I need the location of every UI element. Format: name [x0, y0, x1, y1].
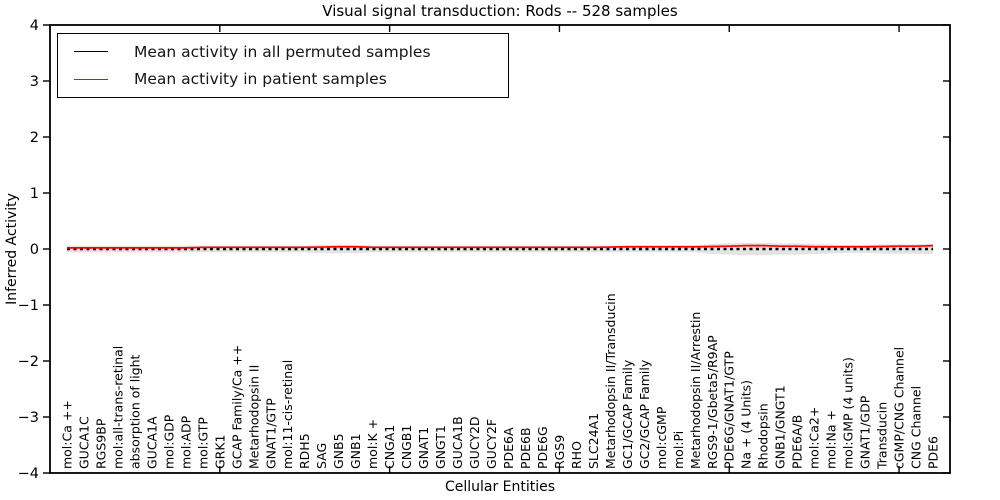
category-label: GNAT1/GDP	[858, 395, 873, 469]
category-label: Rhodopsin	[756, 403, 771, 469]
category-label: cGMP/CNG Channel	[892, 347, 907, 469]
category-label: PDE6G/GNAT1/GTP	[722, 351, 737, 469]
category-label: PDE6A	[501, 427, 516, 469]
category-label: Na + (4 Units)	[739, 380, 754, 469]
category-label: RHO	[569, 441, 584, 469]
category-label: absorption of light	[127, 354, 142, 469]
legend-row-permuted: Mean activity in all permuted samples	[58, 43, 508, 61]
category-label: CNGA1	[382, 425, 397, 469]
category-label: Transducin	[875, 402, 890, 470]
category-label: mol:all-trans-retinal	[110, 346, 125, 469]
category-label: PDE6A/B	[790, 415, 805, 469]
y-tick-label: 2	[30, 130, 39, 146]
y-tick-label: 0	[30, 242, 39, 258]
category-label: RGS9-1/Gbeta5/R9AP	[705, 335, 720, 469]
category-label: mol:cGMP	[654, 406, 669, 469]
category-label: RGS9BP	[93, 418, 108, 469]
x-axis-label: Cellular Entities	[444, 479, 556, 495]
y-tick-label: −4	[18, 466, 39, 482]
patient-mean-line	[66, 244, 934, 249]
category-label: mol:ADP	[178, 415, 193, 469]
legend-line-patient-icon	[74, 78, 108, 80]
category-label: CNGB1	[399, 425, 414, 469]
category-label: PDE6B	[518, 427, 533, 469]
category-label: GNB1/GNGT1	[773, 385, 788, 469]
category-label: GCAP Family/Ca ++	[229, 345, 244, 469]
category-label: PDE6G	[535, 426, 550, 469]
category-label: RGS9	[552, 435, 567, 469]
y-tick-label: 3	[30, 74, 39, 90]
category-label: GC2/GCAP Family	[637, 359, 652, 469]
category-label: GUCY2F	[484, 419, 499, 469]
category-label: GUCA1C	[76, 416, 91, 469]
category-label: Metarhodopsin II/Arrestin	[688, 312, 703, 469]
category-label: mol:GTP	[195, 417, 210, 469]
y-tick-label: 4	[30, 18, 39, 34]
y-tick-label: −1	[18, 298, 39, 314]
category-label: SLC24A1	[586, 413, 601, 469]
category-label: CNG Channel	[909, 386, 924, 469]
legend-label-patient: Mean activity in patient samples	[134, 70, 387, 89]
category-label: mol:Ca2+	[807, 407, 822, 469]
legend-label-permuted: Mean activity in all permuted samples	[134, 42, 431, 61]
y-tick-label: 1	[30, 186, 39, 202]
category-label: GNGT1	[433, 425, 448, 469]
y-tick-label: −3	[18, 410, 39, 426]
category-label: mol:GDP	[161, 414, 176, 469]
category-label: GNB1	[348, 433, 363, 469]
category-label: GNAT1	[416, 427, 431, 469]
category-label: mol:K +	[365, 419, 380, 469]
category-label: PDE6	[926, 436, 941, 469]
y-tick-label: −2	[18, 354, 39, 370]
category-label: Metarhodopsin II	[246, 365, 261, 469]
category-label: SAG	[314, 443, 329, 469]
legend: Mean activity in all permuted samples Me…	[57, 33, 509, 98]
category-label: mol:GMP (4 units)	[841, 357, 856, 469]
category-label: GNB5	[331, 433, 346, 469]
category-label: mol:Ca ++	[59, 400, 74, 469]
legend-line-permuted-icon	[74, 51, 108, 53]
category-label: mol:Pi	[671, 431, 686, 469]
category-label: GUCA1B	[450, 416, 465, 469]
category-label: GC1/GCAP Family	[620, 359, 635, 469]
category-label: GNAT1/GTP	[263, 398, 278, 469]
legend-row-patient: Mean activity in patient samples	[58, 70, 508, 88]
chart-title: Visual signal transduction: Rods -- 528 …	[322, 2, 678, 20]
category-label: mol:Na +	[824, 410, 839, 469]
category-label: GUCY2D	[467, 416, 482, 469]
category-label: GUCA1A	[144, 416, 159, 469]
category-label: mol:11-cis-retinal	[280, 360, 295, 469]
category-label: RDH5	[297, 433, 312, 469]
category-label: GRK1	[212, 434, 227, 469]
category-label: Metarhodopsin II/Transducin	[603, 293, 618, 469]
